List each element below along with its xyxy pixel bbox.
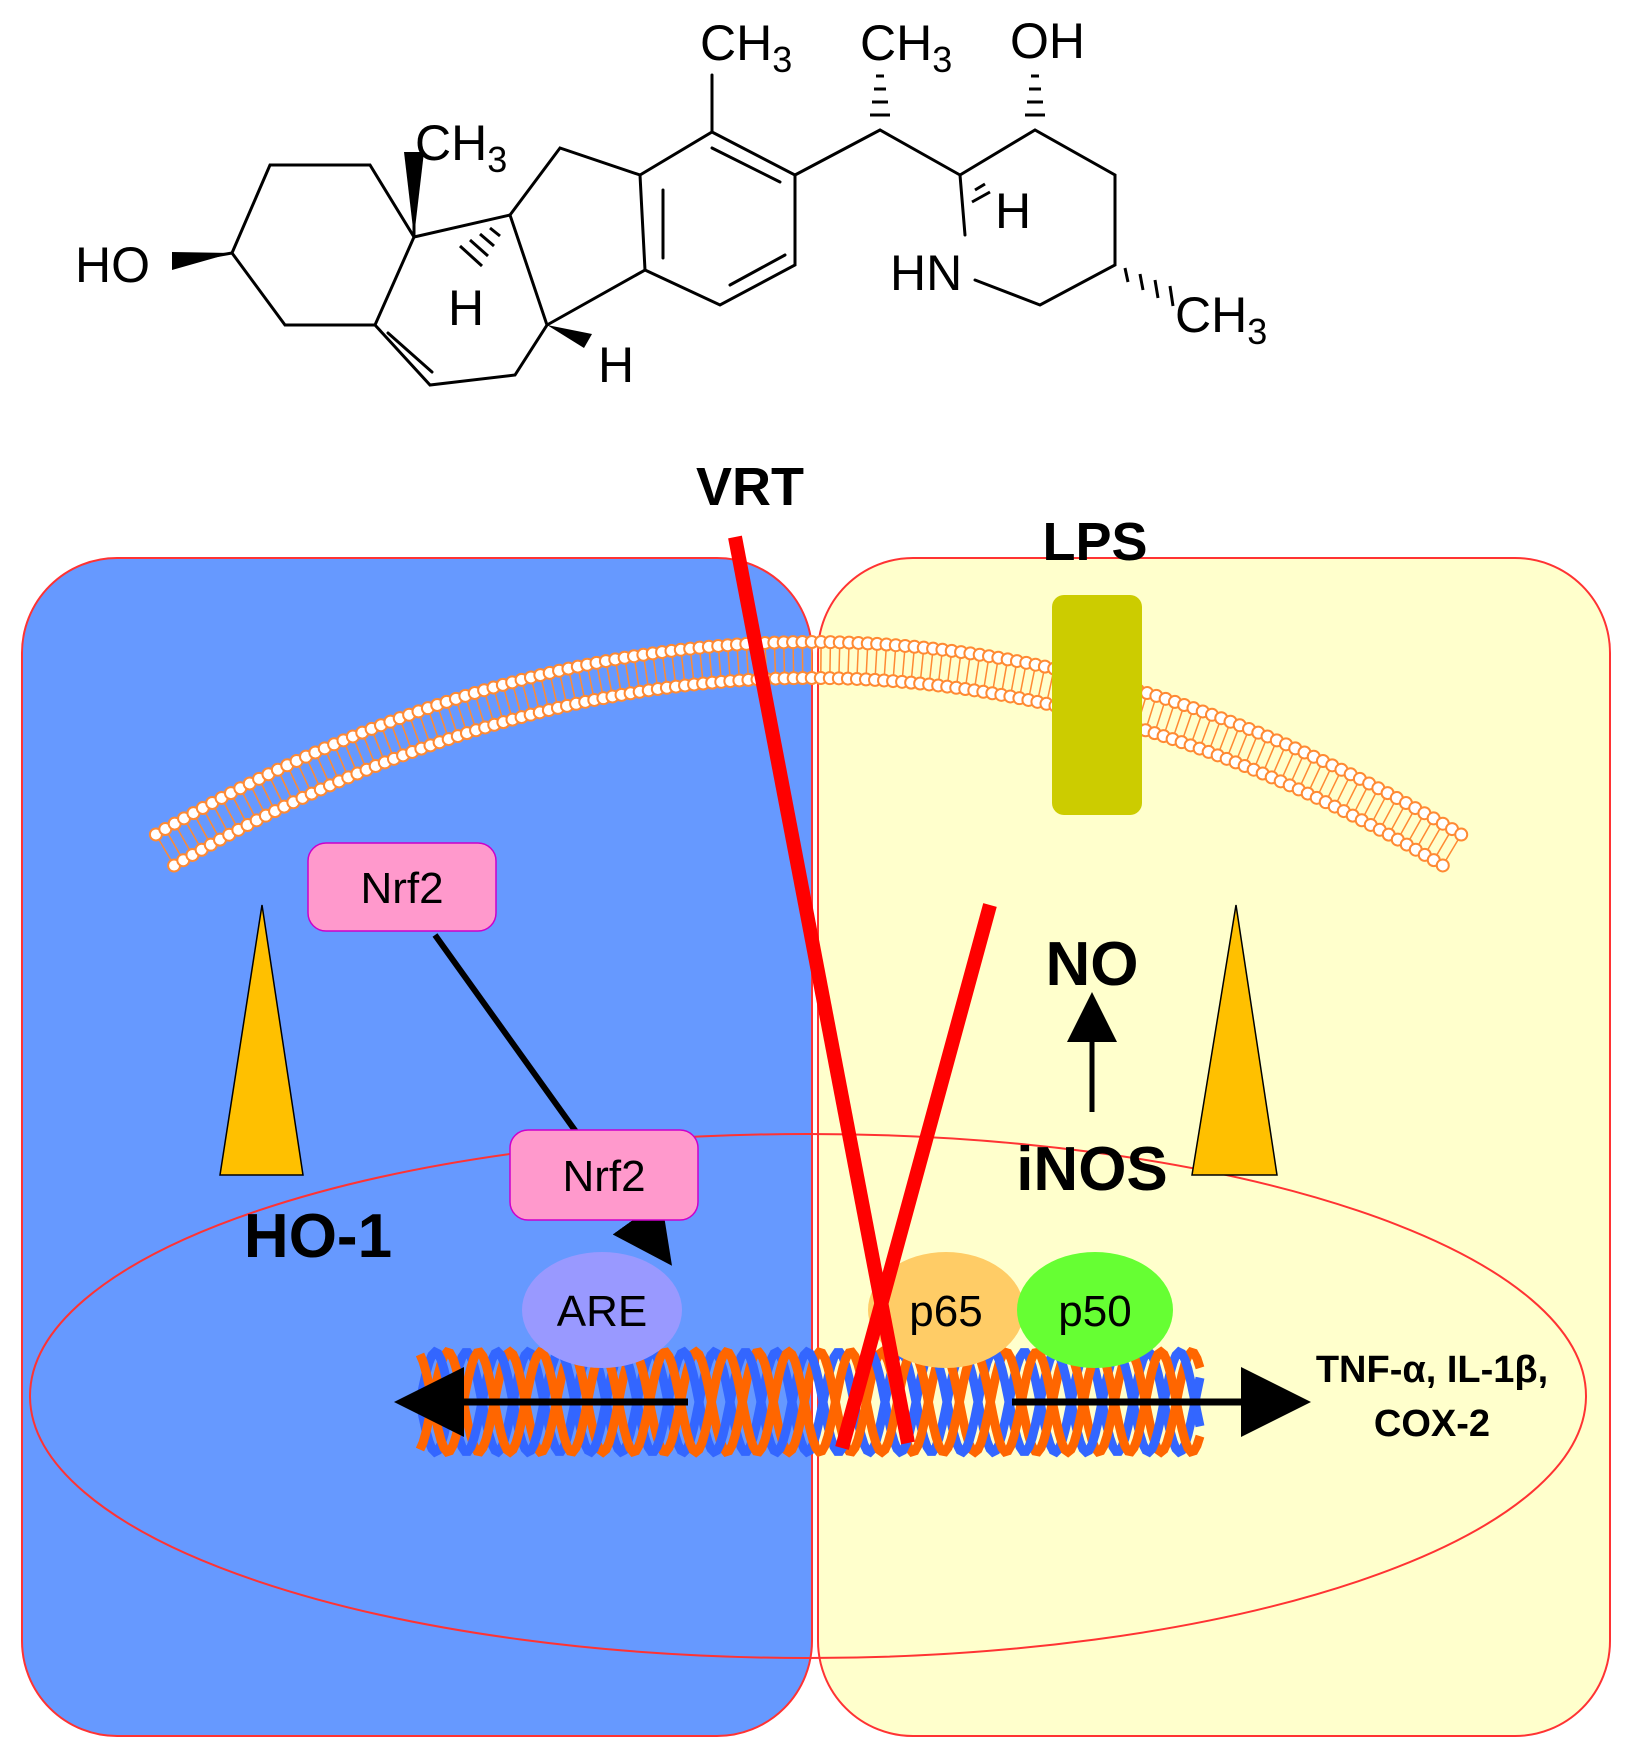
nucleus bbox=[29, 1133, 1587, 1659]
lps-receptor bbox=[1052, 595, 1142, 815]
mol-label-h-piperidine: H bbox=[995, 183, 1031, 239]
p65-subunit bbox=[868, 1252, 1024, 1368]
mol-label-ch3-aromatic: CH3 bbox=[700, 15, 792, 80]
dna-helix bbox=[415, 1346, 1205, 1458]
ho1-increase-triangle bbox=[219, 904, 304, 1176]
mol-label-hn: HN bbox=[890, 245, 962, 301]
veratramine-structure bbox=[178, 73, 1117, 387]
cell-membrane bbox=[148, 635, 1469, 873]
mol-label-ch3-angular: CH3 bbox=[415, 115, 507, 180]
p50-label: p50 bbox=[1058, 1287, 1131, 1336]
mol-label-ho: HO bbox=[75, 237, 150, 293]
nrf2-cytoplasm-box bbox=[307, 842, 497, 932]
mol-label-ch3-side: CH3 bbox=[860, 15, 952, 80]
cytokines-label-line1: TNF-α, IL-1β, bbox=[1316, 1349, 1548, 1391]
are-element bbox=[522, 1252, 682, 1368]
no-label: NO bbox=[1046, 930, 1139, 999]
p50-subunit bbox=[1017, 1252, 1173, 1368]
nrf2-cytoplasm-label: Nrf2 bbox=[360, 864, 443, 913]
stereo-wedges bbox=[172, 152, 592, 348]
p65-label: p65 bbox=[909, 1287, 982, 1336]
are-label: ARE bbox=[557, 1287, 647, 1336]
no-increase-triangle bbox=[1191, 904, 1278, 1176]
mol-label-oh: OH bbox=[1010, 13, 1085, 69]
vrt-label: VRT bbox=[696, 457, 804, 517]
cytokines-label-line2: COX-2 bbox=[1374, 1403, 1490, 1445]
inos-label: iNOS bbox=[1016, 1135, 1168, 1204]
mol-label-h-ring-b: H bbox=[448, 280, 484, 336]
ho1-label: HO-1 bbox=[244, 1202, 392, 1271]
vrt-inhibition-line-2 bbox=[835, 903, 997, 1450]
mol-label-h-ring-c: H bbox=[598, 337, 634, 393]
nrf2-nucleus-label: Nrf2 bbox=[562, 1152, 645, 1201]
mol-label-ch3-piperidine: CH3 bbox=[1175, 287, 1267, 352]
stereo-hashes bbox=[458, 74, 1175, 307]
lps-label: LPS bbox=[1042, 512, 1147, 572]
nrf2-nucleus-box bbox=[509, 1129, 699, 1221]
